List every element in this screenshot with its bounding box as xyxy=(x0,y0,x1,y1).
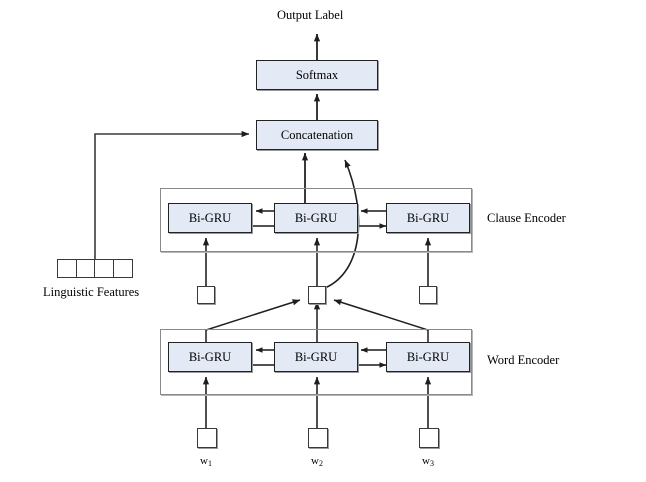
word-input-square-2 xyxy=(308,428,328,448)
word-input-square-1 xyxy=(197,428,217,448)
feature-cell xyxy=(77,260,95,277)
clause-encoder-bigru-right: Bi-GRU xyxy=(386,203,470,233)
clause-input-node-3 xyxy=(419,286,437,304)
word-input-label-2: w2 xyxy=(311,455,323,468)
word-encoder-bigru-mid: Bi-GRU xyxy=(274,342,358,372)
clause-input-node-2 xyxy=(308,286,326,304)
word-input-sub-3: 3 xyxy=(429,459,434,468)
word-encoder-label: Word Encoder xyxy=(487,353,560,367)
word-encoder-bigru-left: Bi-GRU xyxy=(168,342,252,372)
clause-input-node-1 xyxy=(197,286,215,304)
clause-encoder-label: Clause Encoder xyxy=(487,211,566,225)
word-input-label-1: w1 xyxy=(200,455,212,468)
linguistic-features-box xyxy=(57,259,133,278)
clause-encoder-bigru-mid: Bi-GRU xyxy=(274,203,358,233)
word-input-sub-2: 2 xyxy=(318,459,323,468)
clause-encoder-container xyxy=(160,188,472,252)
word-input-base-3: w xyxy=(422,455,430,467)
softmax-node: Softmax xyxy=(256,60,378,90)
feature-cell xyxy=(58,260,77,277)
feature-cell xyxy=(114,260,133,277)
linguistic-features-label: Linguistic Features xyxy=(43,285,140,299)
word-encoder-bigru-right: Bi-GRU xyxy=(386,342,470,372)
output-label-text: Output Label xyxy=(277,8,344,22)
word-input-base-1: w xyxy=(200,455,208,467)
concatenation-node: Concatenation xyxy=(256,120,378,150)
word-input-sub-1: 1 xyxy=(207,459,212,468)
word-input-base-2: w xyxy=(311,455,319,467)
word-input-label-3: w3 xyxy=(422,455,434,468)
word-encoder-container xyxy=(160,329,472,395)
word-input-square-3 xyxy=(419,428,439,448)
feature-cell xyxy=(95,260,114,277)
clause-encoder-bigru-left: Bi-GRU xyxy=(168,203,252,233)
